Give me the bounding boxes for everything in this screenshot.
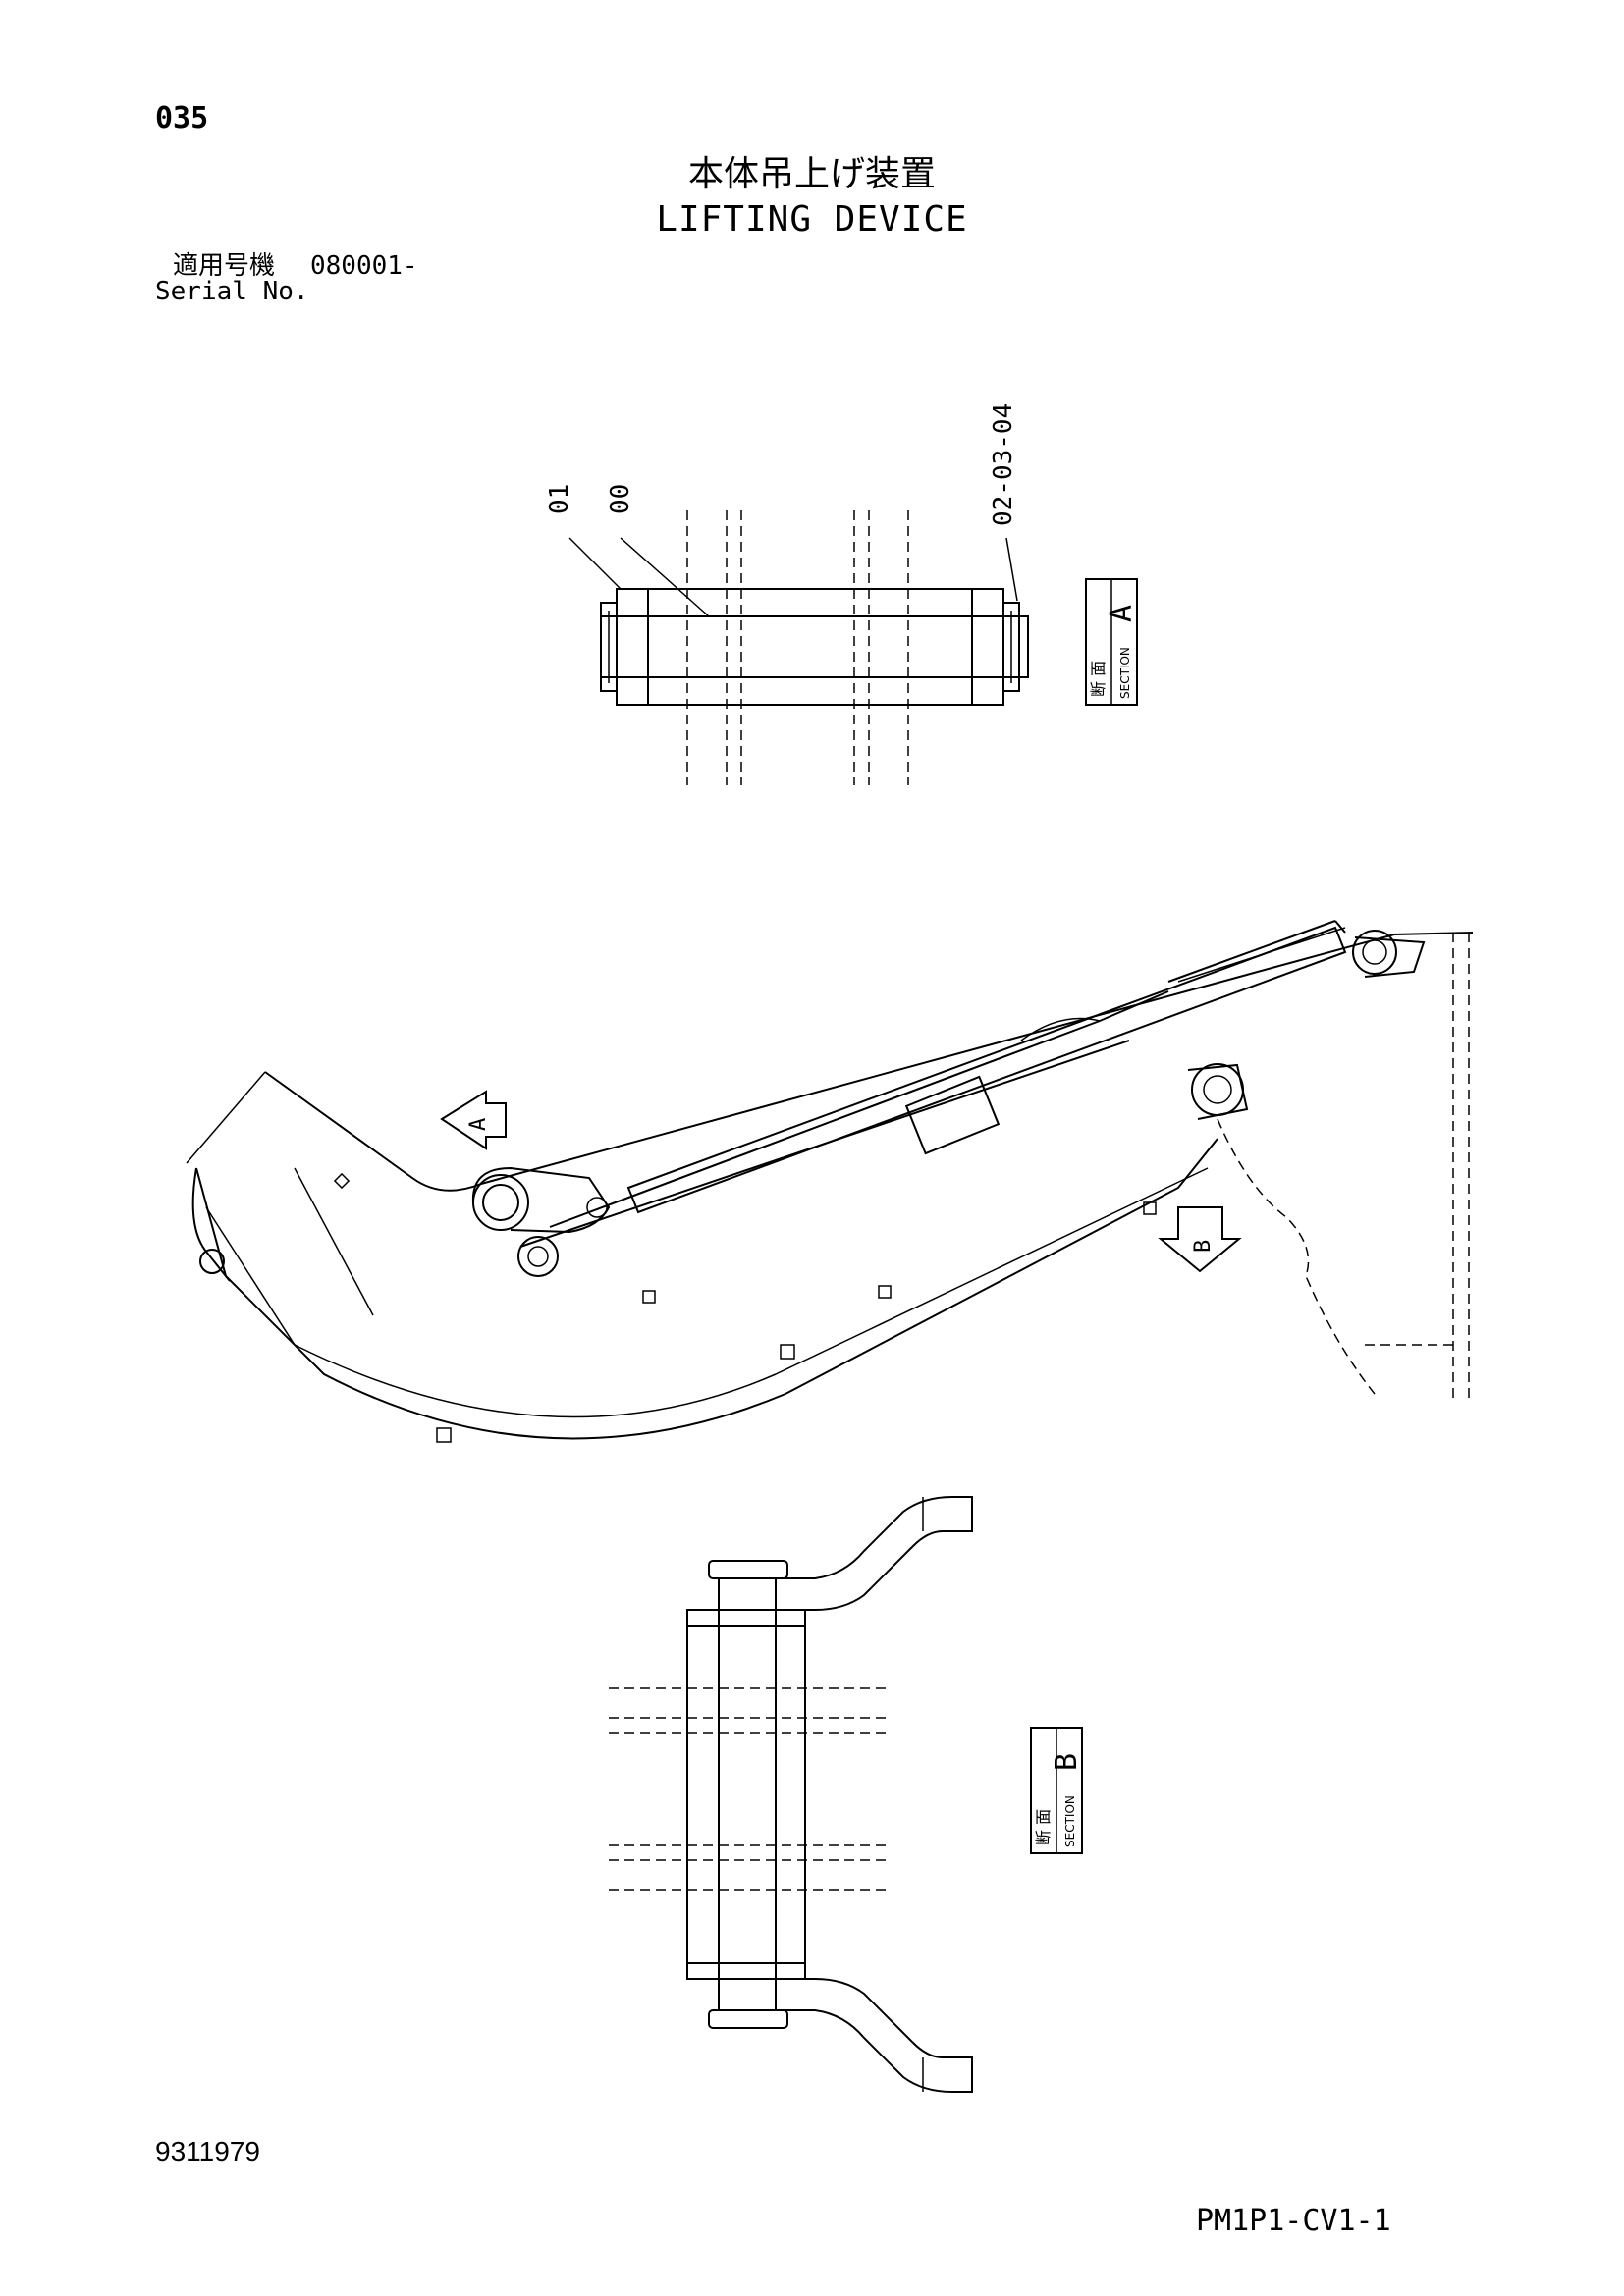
title-japanese: 本体吊上げ装置 bbox=[687, 154, 936, 194]
serial-label-english: Serial No. bbox=[155, 277, 309, 306]
section-b-tag: 断 面 SECTION B bbox=[1030, 1727, 1084, 1854]
section-a-tag-jp: 断 面 bbox=[1089, 661, 1108, 697]
section-b-tag-letter: B bbox=[1050, 1753, 1084, 1771]
serial-value: 080001- bbox=[310, 251, 418, 281]
drawing-code: PM1P1-CV1-1 bbox=[1196, 2204, 1391, 2238]
view-arrow-b: B bbox=[1158, 1206, 1242, 1273]
section-a-tag-en: SECTION bbox=[1118, 647, 1132, 699]
section-a-tag-letter: A bbox=[1105, 605, 1139, 622]
section-b-view: 断 面 SECTION B bbox=[609, 1496, 1084, 2093]
view-arrow-a: A bbox=[440, 1090, 507, 1150]
document-id: 9311979 bbox=[155, 2136, 260, 2166]
part-label-01: 01 bbox=[545, 484, 574, 514]
section-a-tag: 断 面 SECTION A bbox=[1085, 578, 1139, 706]
page-number: 035 bbox=[155, 101, 209, 135]
part-label-00: 00 bbox=[606, 484, 635, 514]
section-b-tag-en: SECTION bbox=[1063, 1795, 1077, 1847]
view-arrow-a-letter: A bbox=[466, 1118, 491, 1131]
boom-side-view: A B bbox=[186, 920, 1474, 1443]
view-arrow-b-letter: B bbox=[1191, 1240, 1216, 1253]
section-b-tag-jp: 断 面 bbox=[1034, 1809, 1053, 1845]
section-a-view: 01 00 02-03-04 断 面 SECTION A bbox=[545, 403, 1139, 785]
title-english: LIFTING DEVICE bbox=[656, 199, 968, 240]
serial-label-japanese: 適用号機 bbox=[173, 251, 276, 281]
part-label-02-03-04: 02-03-04 bbox=[989, 403, 1018, 526]
